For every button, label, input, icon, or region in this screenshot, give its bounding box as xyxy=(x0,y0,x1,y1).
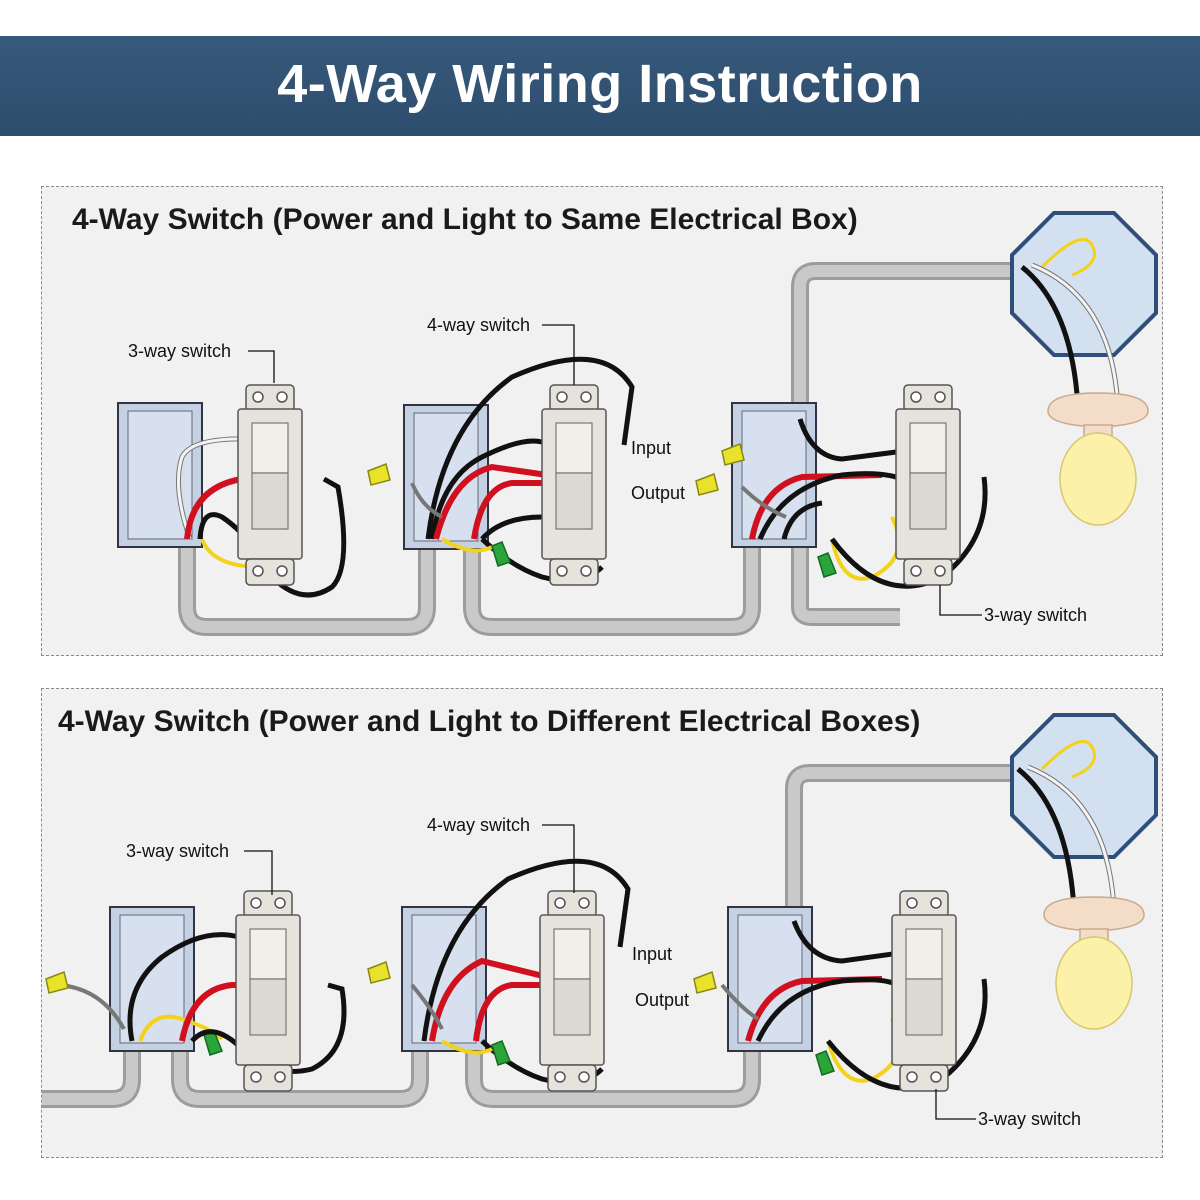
label-four-way-switch: 4-way switch xyxy=(427,815,530,835)
label-three-way-switch-right: 3-way switch xyxy=(978,1109,1081,1129)
page-title: 4-Way Wiring Instruction xyxy=(277,54,923,114)
panel-title: 4-Way Switch (Power and Light to Differe… xyxy=(58,705,921,738)
label-three-way-switch-left: 3-way switch xyxy=(128,341,231,361)
diagram-panel-same-box: 4-Way Switch (Power and Light to Same El… xyxy=(41,186,1163,656)
label-input: Input xyxy=(631,438,671,458)
title-banner: 4-Way Wiring Instruction xyxy=(0,36,1200,136)
wire-nut-icon xyxy=(367,961,391,984)
label-input: Input xyxy=(632,944,672,964)
wiring-diagram: 3-way switch 4-way switch Input Output 3… xyxy=(42,713,1158,1129)
wire-nut-icon xyxy=(491,541,511,567)
wire-nut-icon xyxy=(45,971,69,994)
wire-nut-icon xyxy=(695,473,719,496)
label-three-way-switch-right: 3-way switch xyxy=(984,605,1087,625)
wire-nut-icon xyxy=(491,1040,511,1066)
cable xyxy=(463,539,761,636)
wire-nut-icon xyxy=(367,463,391,486)
four-way-switch-icon xyxy=(541,384,607,586)
three-way-switch-icon xyxy=(237,384,303,586)
three-way-switch-icon xyxy=(895,384,961,586)
label-four-way-switch: 4-way switch xyxy=(427,315,530,335)
four-way-switch-icon xyxy=(539,890,605,1092)
electrical-box-icon xyxy=(401,906,487,1052)
wire-nut-icon xyxy=(693,971,717,994)
three-way-switch-icon xyxy=(235,890,301,1092)
wiring-diagram: 3-way switch 4-way switch Input Output 3… xyxy=(117,211,1158,636)
label-output: Output xyxy=(635,990,689,1010)
light-fixture-icon xyxy=(1010,211,1158,357)
panel-title: 4-Way Switch (Power and Light to Same El… xyxy=(72,203,858,236)
label-three-way-switch-left: 3-way switch xyxy=(126,841,229,861)
light-bulb-icon xyxy=(1047,392,1149,526)
label-output: Output xyxy=(631,483,685,503)
three-way-switch-icon xyxy=(891,890,957,1092)
cable xyxy=(791,539,900,626)
wire-nut-icon xyxy=(817,552,837,578)
diagram-panel-different-boxes: 4-Way Switch (Power and Light to Differe… xyxy=(41,688,1163,1158)
light-bulb-icon xyxy=(1043,896,1145,1030)
cable xyxy=(178,539,436,636)
